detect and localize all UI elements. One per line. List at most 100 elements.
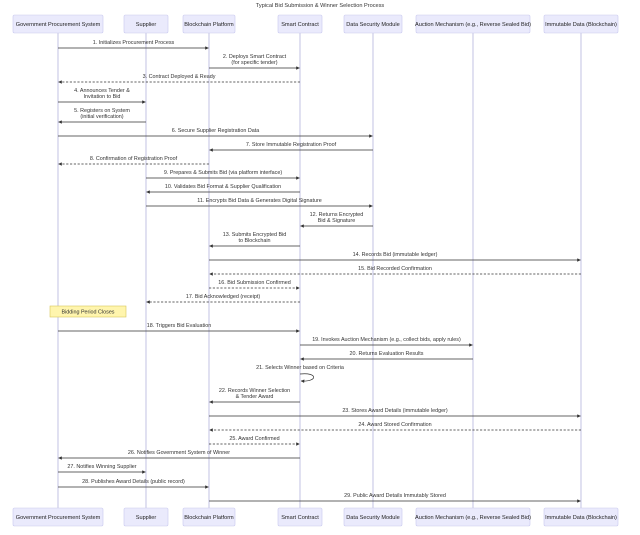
- participant-label: Auction Mechanism (e.g., Reverse Sealed …: [415, 515, 531, 521]
- message-label: 19. Invokes Auction Mechanism (e.g., col…: [312, 337, 461, 343]
- participant-am-top: Auction Mechanism (e.g., Reverse Sealed …: [415, 14, 531, 34]
- message-label: 8. Confirmation of Registration Proof: [90, 156, 178, 162]
- participant-bcp-bottom: Blockchain Platform: [182, 507, 236, 527]
- participant-box: [415, 14, 531, 34]
- participant-label: Government Procurement System: [16, 515, 101, 521]
- participant-sup-bottom: Supplier: [123, 507, 169, 527]
- message-4: 4. Announces Tender &Invitation to Bid: [58, 88, 146, 104]
- message-19: 19. Invokes Auction Mechanism (e.g., col…: [300, 337, 473, 347]
- message-label: 7. Store Immutable Registration Proof: [246, 142, 337, 148]
- participant-sc-top: Smart Contract: [277, 14, 323, 34]
- participant-box: [182, 14, 236, 34]
- message-6: 6. Secure Supplier Registration Data: [58, 128, 373, 138]
- participant-row-top: Government Procurement System Supplier Blo…: [12, 14, 619, 34]
- participant-sc-bottom: Smart Contract: [277, 507, 323, 527]
- message-label: 2. Deploys Smart Contract: [223, 54, 287, 60]
- message-label: 14. Records Bid (immutable ledger): [353, 252, 438, 258]
- message-label: 1. Initializes Procurement Process: [93, 40, 175, 46]
- participant-box: [123, 14, 169, 34]
- message-label: 12. Returns Encrypted: [310, 212, 364, 218]
- participant-label: Smart Contract: [281, 22, 319, 28]
- participant-bcp-top: Blockchain Platform: [182, 14, 236, 34]
- message-9: 9. Prepares & Submits Bid (via platform …: [146, 170, 300, 180]
- lifelines: [57, 33, 582, 508]
- message-label: 24. Award Stored Confirmation: [358, 422, 431, 428]
- participant-label: Data Security Module: [346, 515, 399, 521]
- message-7: 7. Store Immutable Registration Proof: [209, 142, 373, 152]
- message-28: 28. Publishes Award Details (public reco…: [58, 479, 209, 489]
- message-label: (initial verification): [80, 114, 123, 120]
- message-3: 3. Contract Deployed & Ready: [58, 74, 300, 84]
- message-24: 24. Award Stored Confirmation: [209, 422, 581, 432]
- participant-dsm-top: Data Security Module: [343, 14, 403, 34]
- message-label: 9. Prepares & Submits Bid (via platform …: [164, 170, 283, 176]
- message-23: 23. Stores Award Details (immutable ledg…: [209, 408, 581, 418]
- participant-label: Smart Contract: [281, 515, 319, 521]
- message-label: 22. Records Winner Selection: [219, 388, 290, 394]
- message-15: 15. Bid Recorded Confirmation: [209, 266, 581, 276]
- participant-label: Immutable Data (Blockchain): [545, 515, 617, 521]
- participant-box: [12, 14, 104, 34]
- participant-box: [415, 507, 531, 527]
- participant-row-bottom: Government Procurement System Supplier Blo…: [12, 507, 619, 527]
- message-label: 3. Contract Deployed & Ready: [143, 74, 216, 80]
- participant-box: [343, 507, 403, 527]
- message-17: 17. Bid Acknowledged (receipt): [146, 294, 300, 304]
- message-label: to Blockchain: [238, 238, 270, 244]
- participant-box: [543, 14, 619, 34]
- message-label: 13. Submits Encrypted Bid: [223, 232, 287, 238]
- participant-am-bottom: Auction Mechanism (e.g., Reverse Sealed …: [415, 507, 531, 527]
- message-21: 21. Selects Winner based on Criteria: [256, 365, 344, 383]
- message-label: 27. Notifies Winning Supplier: [67, 464, 136, 470]
- message-label: 23. Stores Award Details (immutable ledg…: [342, 408, 448, 414]
- message-1: 1. Initializes Procurement Process: [58, 40, 209, 50]
- note-label: Bidding Period Closes: [61, 310, 114, 316]
- message-label: Invitation to Bid: [84, 94, 121, 100]
- message-27: 27. Notifies Winning Supplier: [58, 464, 146, 474]
- participant-box: [123, 507, 169, 527]
- message-label: 29. Public Award Details Immutably Store…: [344, 493, 446, 499]
- messages: 1. Initializes Procurement Process 2. Dep…: [58, 40, 581, 503]
- message-arrow: [299, 373, 314, 383]
- participant-box: [182, 507, 236, 527]
- note-box: [49, 305, 127, 318]
- message-22: 22. Records Winner Selection& Tender Awa…: [209, 388, 300, 404]
- participant-box: [12, 507, 104, 527]
- participant-box: [277, 14, 323, 34]
- participant-label: Immutable Data (Blockchain): [545, 22, 617, 28]
- message-label: 5. Registers on System: [74, 108, 130, 114]
- message-label: 17. Bid Acknowledged (receipt): [186, 294, 261, 300]
- message-label: 6. Secure Supplier Registration Data: [172, 128, 260, 134]
- participant-box: [343, 14, 403, 34]
- participant-box: [277, 507, 323, 527]
- participant-gov-bottom: Government Procurement System: [12, 507, 104, 527]
- participant-label: Auction Mechanism (e.g., Reverse Sealed …: [415, 22, 531, 28]
- message-label: 16. Bid Submission Confirmed: [218, 280, 291, 286]
- message-2: 2. Deploys Smart Contract(for specific t…: [209, 54, 300, 70]
- message-11: 11. Encrypts Bid Data & Generates Digita…: [146, 198, 373, 208]
- message-label: 26. Notifies Government System of Winner: [128, 450, 230, 456]
- participant-label: Blockchain Platform: [184, 515, 234, 521]
- message-label: 20. Returns Evaluation Results: [349, 351, 423, 357]
- message-label: & Tender Award: [236, 394, 274, 400]
- message-5: 5. Registers on System(initial verificat…: [58, 108, 146, 124]
- message-label: 18. Triggers Bid Evaluation: [147, 323, 211, 329]
- note-layer: Bidding Period Closes: [49, 305, 127, 318]
- participant-sup-top: Supplier: [123, 14, 169, 34]
- message-label: 15. Bid Recorded Confirmation: [358, 266, 432, 272]
- message-18: 18. Triggers Bid Evaluation: [58, 323, 300, 333]
- message-10: 10. Validates Bid Format & Supplier Qual…: [146, 184, 300, 194]
- message-label: (for specific tender): [231, 60, 277, 66]
- message-label: Bid & Signature: [318, 218, 355, 224]
- participant-label: Government Procurement System: [16, 22, 101, 28]
- participant-imm-bottom: Immutable Data (Blockchain): [543, 507, 619, 527]
- message-16: 16. Bid Submission Confirmed: [209, 280, 300, 290]
- message-14: 14. Records Bid (immutable ledger): [209, 252, 581, 262]
- participant-label: Supplier: [136, 22, 157, 28]
- message-label: 10. Validates Bid Format & Supplier Qual…: [165, 184, 281, 190]
- participant-label: Data Security Module: [346, 22, 399, 28]
- participant-imm-top: Immutable Data (Blockchain): [543, 14, 619, 34]
